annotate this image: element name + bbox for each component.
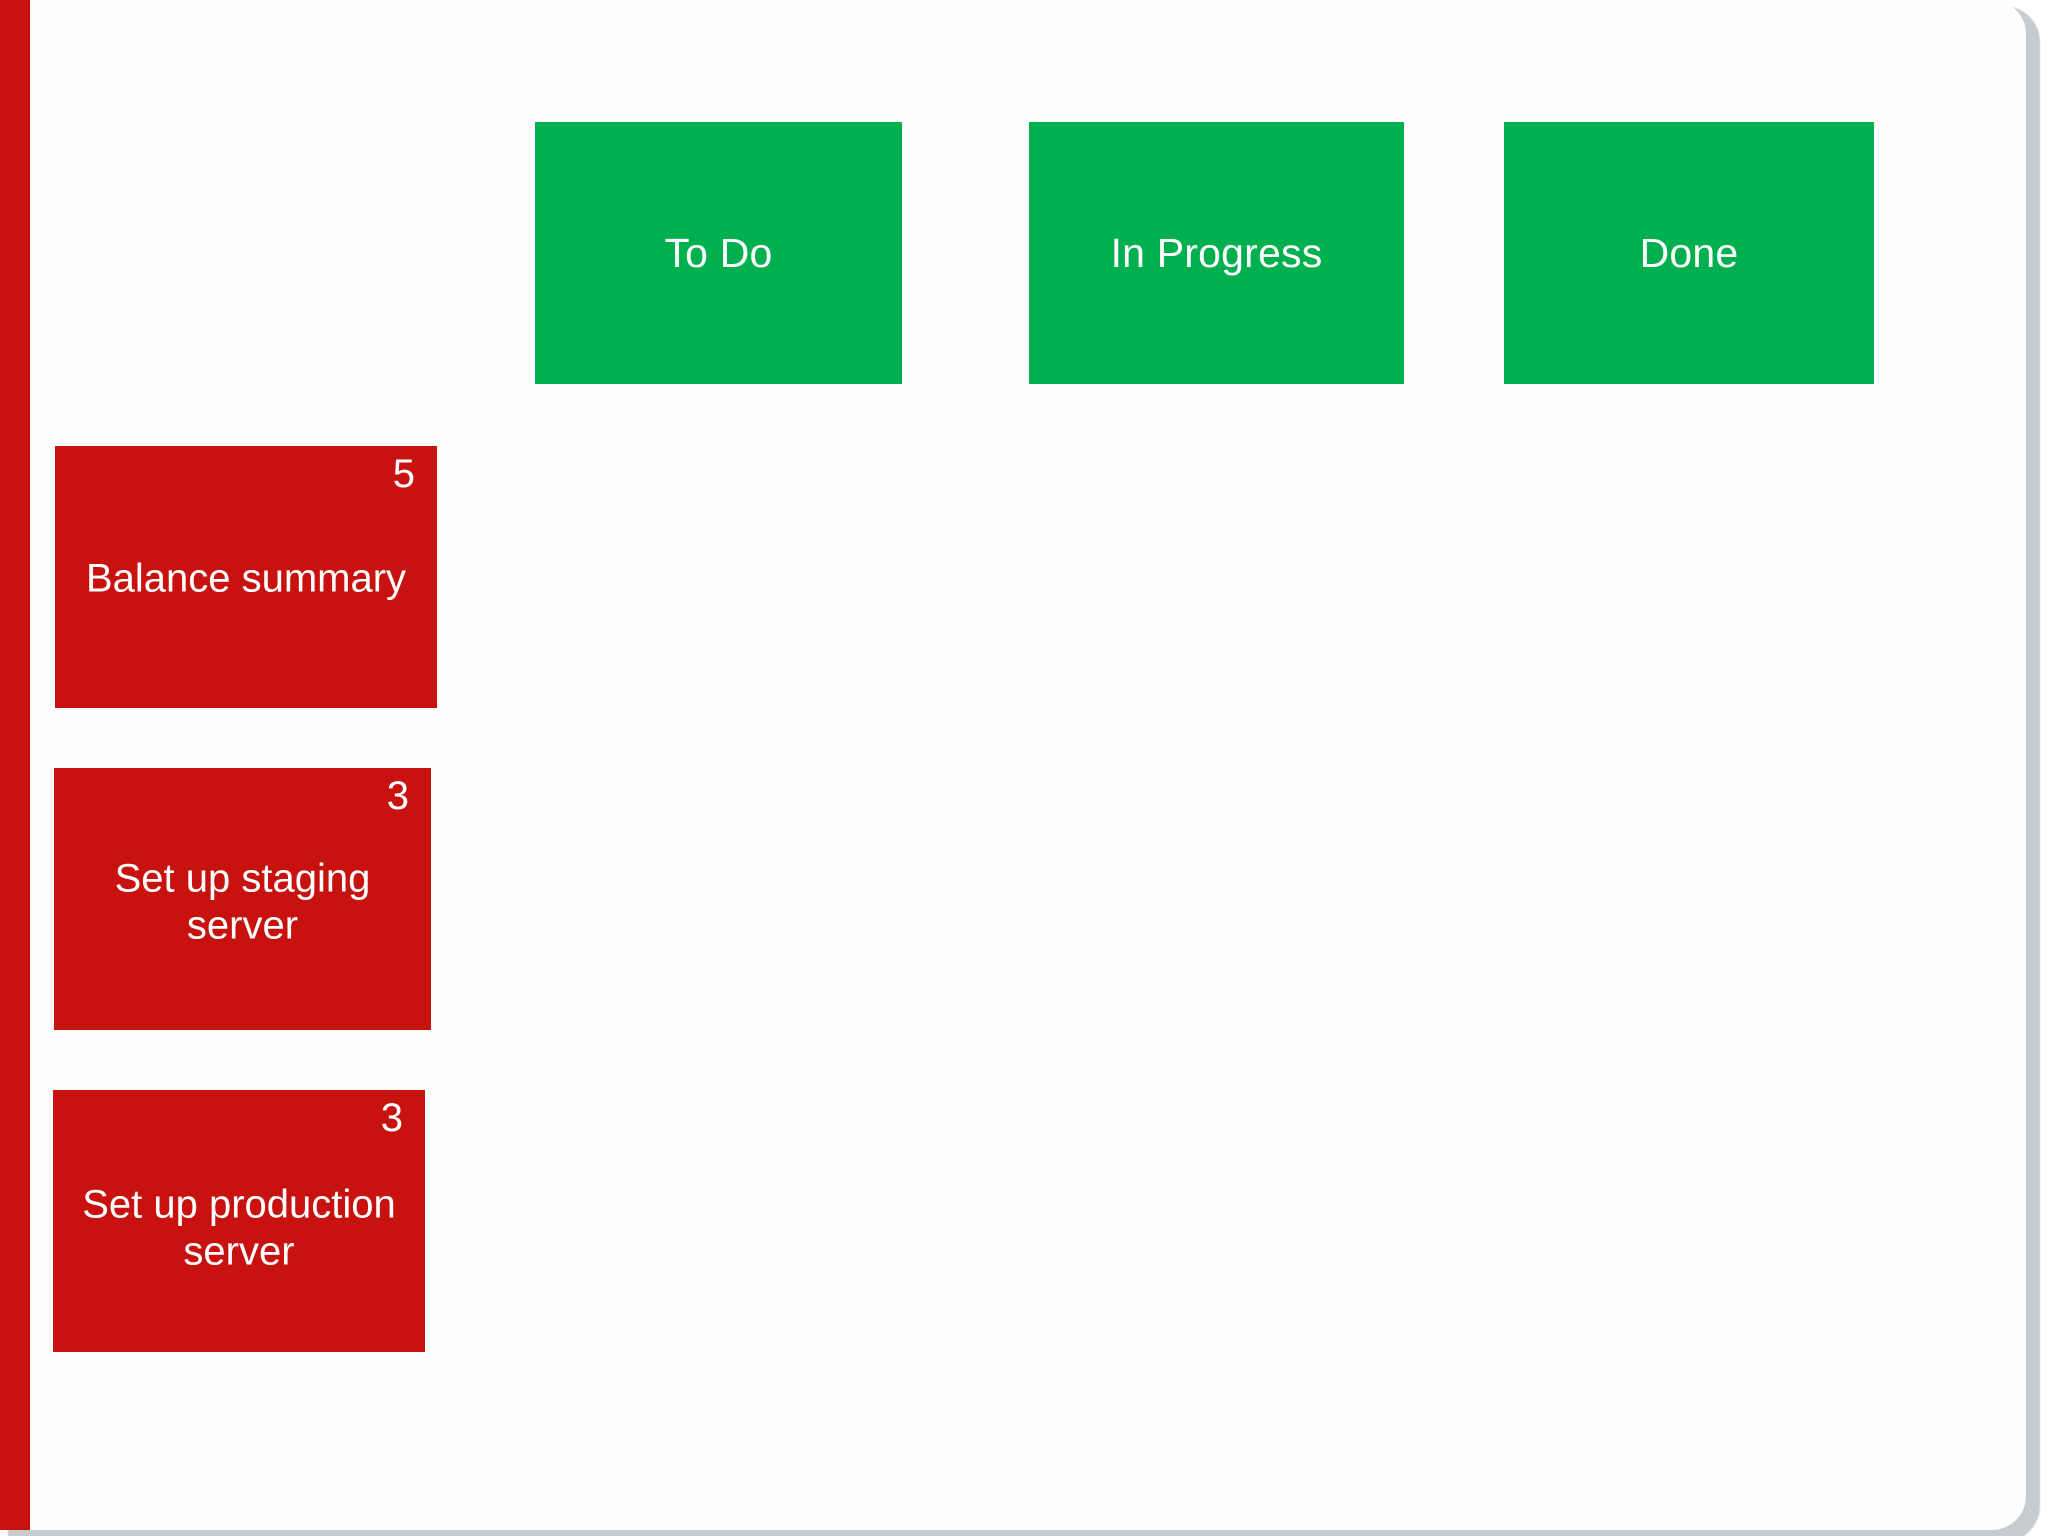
task-card-title: Set up production server bbox=[82, 1182, 396, 1274]
board-left-rail bbox=[0, 0, 30, 1530]
column-dropzone-in-progress[interactable] bbox=[1029, 418, 1404, 1378]
task-card[interactable]: 3 Set up staging server bbox=[54, 768, 431, 1030]
task-card[interactable]: 3 Set up production server bbox=[53, 1090, 425, 1352]
column-header-row: To Do In Progress Done bbox=[0, 122, 2026, 384]
column-header-label: To Do bbox=[664, 229, 773, 276]
task-card[interactable]: 5 Balance summary bbox=[55, 446, 437, 708]
task-card-story-points: 3 bbox=[380, 1096, 403, 1140]
backlog-card-list: 5 Balance summary 3 Set up staging serve… bbox=[42, 418, 450, 1378]
column-header-done[interactable]: Done bbox=[1504, 122, 1874, 384]
task-card-story-points: 5 bbox=[392, 452, 415, 496]
task-card-title: Set up staging server bbox=[114, 856, 371, 948]
backlog-lane: 5 Balance summary 3 Set up staging serve… bbox=[42, 418, 450, 1378]
column-header-in-progress[interactable]: In Progress bbox=[1029, 122, 1404, 384]
column-header-label: Done bbox=[1639, 229, 1739, 276]
task-card-story-points: 3 bbox=[386, 774, 409, 818]
column-dropzone-done[interactable] bbox=[1504, 418, 1874, 1378]
column-dropzone-to-do[interactable] bbox=[535, 418, 902, 1378]
column-header-label: In Progress bbox=[1110, 229, 1323, 276]
column-header-to-do[interactable]: To Do bbox=[535, 122, 902, 384]
task-card-title: Balance summary bbox=[85, 556, 407, 601]
